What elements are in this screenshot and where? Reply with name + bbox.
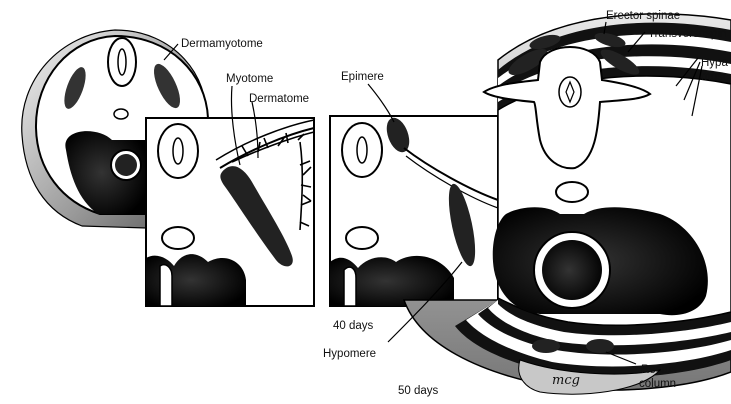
label-myotome: Myotome [226,73,273,85]
label-40-days: 40 days [333,320,374,332]
label-dermamyotome: Dermamyotome [181,38,263,50]
label-rectus-line1: Rectus [641,364,677,376]
artist-signature: mcg [552,373,580,388]
label-hypaxial-line1: Hypa [701,57,728,69]
rectus-column-left [532,339,560,353]
label-transversospinalis: Transversospin [648,28,726,40]
panel-40-days [330,115,498,306]
vertebral-centrum [556,182,588,202]
label-rectus-line2: column [639,378,676,390]
label-50-days: 50 days [398,385,439,397]
early-notochord [114,109,128,119]
rectus-column-right [586,339,614,353]
label-dermatome: Dermatome [249,93,309,105]
label-hypaxial-line2: musc [701,71,729,83]
label-hypomere: Hypomere [323,348,376,360]
zoom-panel-dermamyotome [146,118,314,306]
label-erector-spinae: Erector spinae [606,10,680,22]
label-epimere: Epimere [341,71,384,83]
